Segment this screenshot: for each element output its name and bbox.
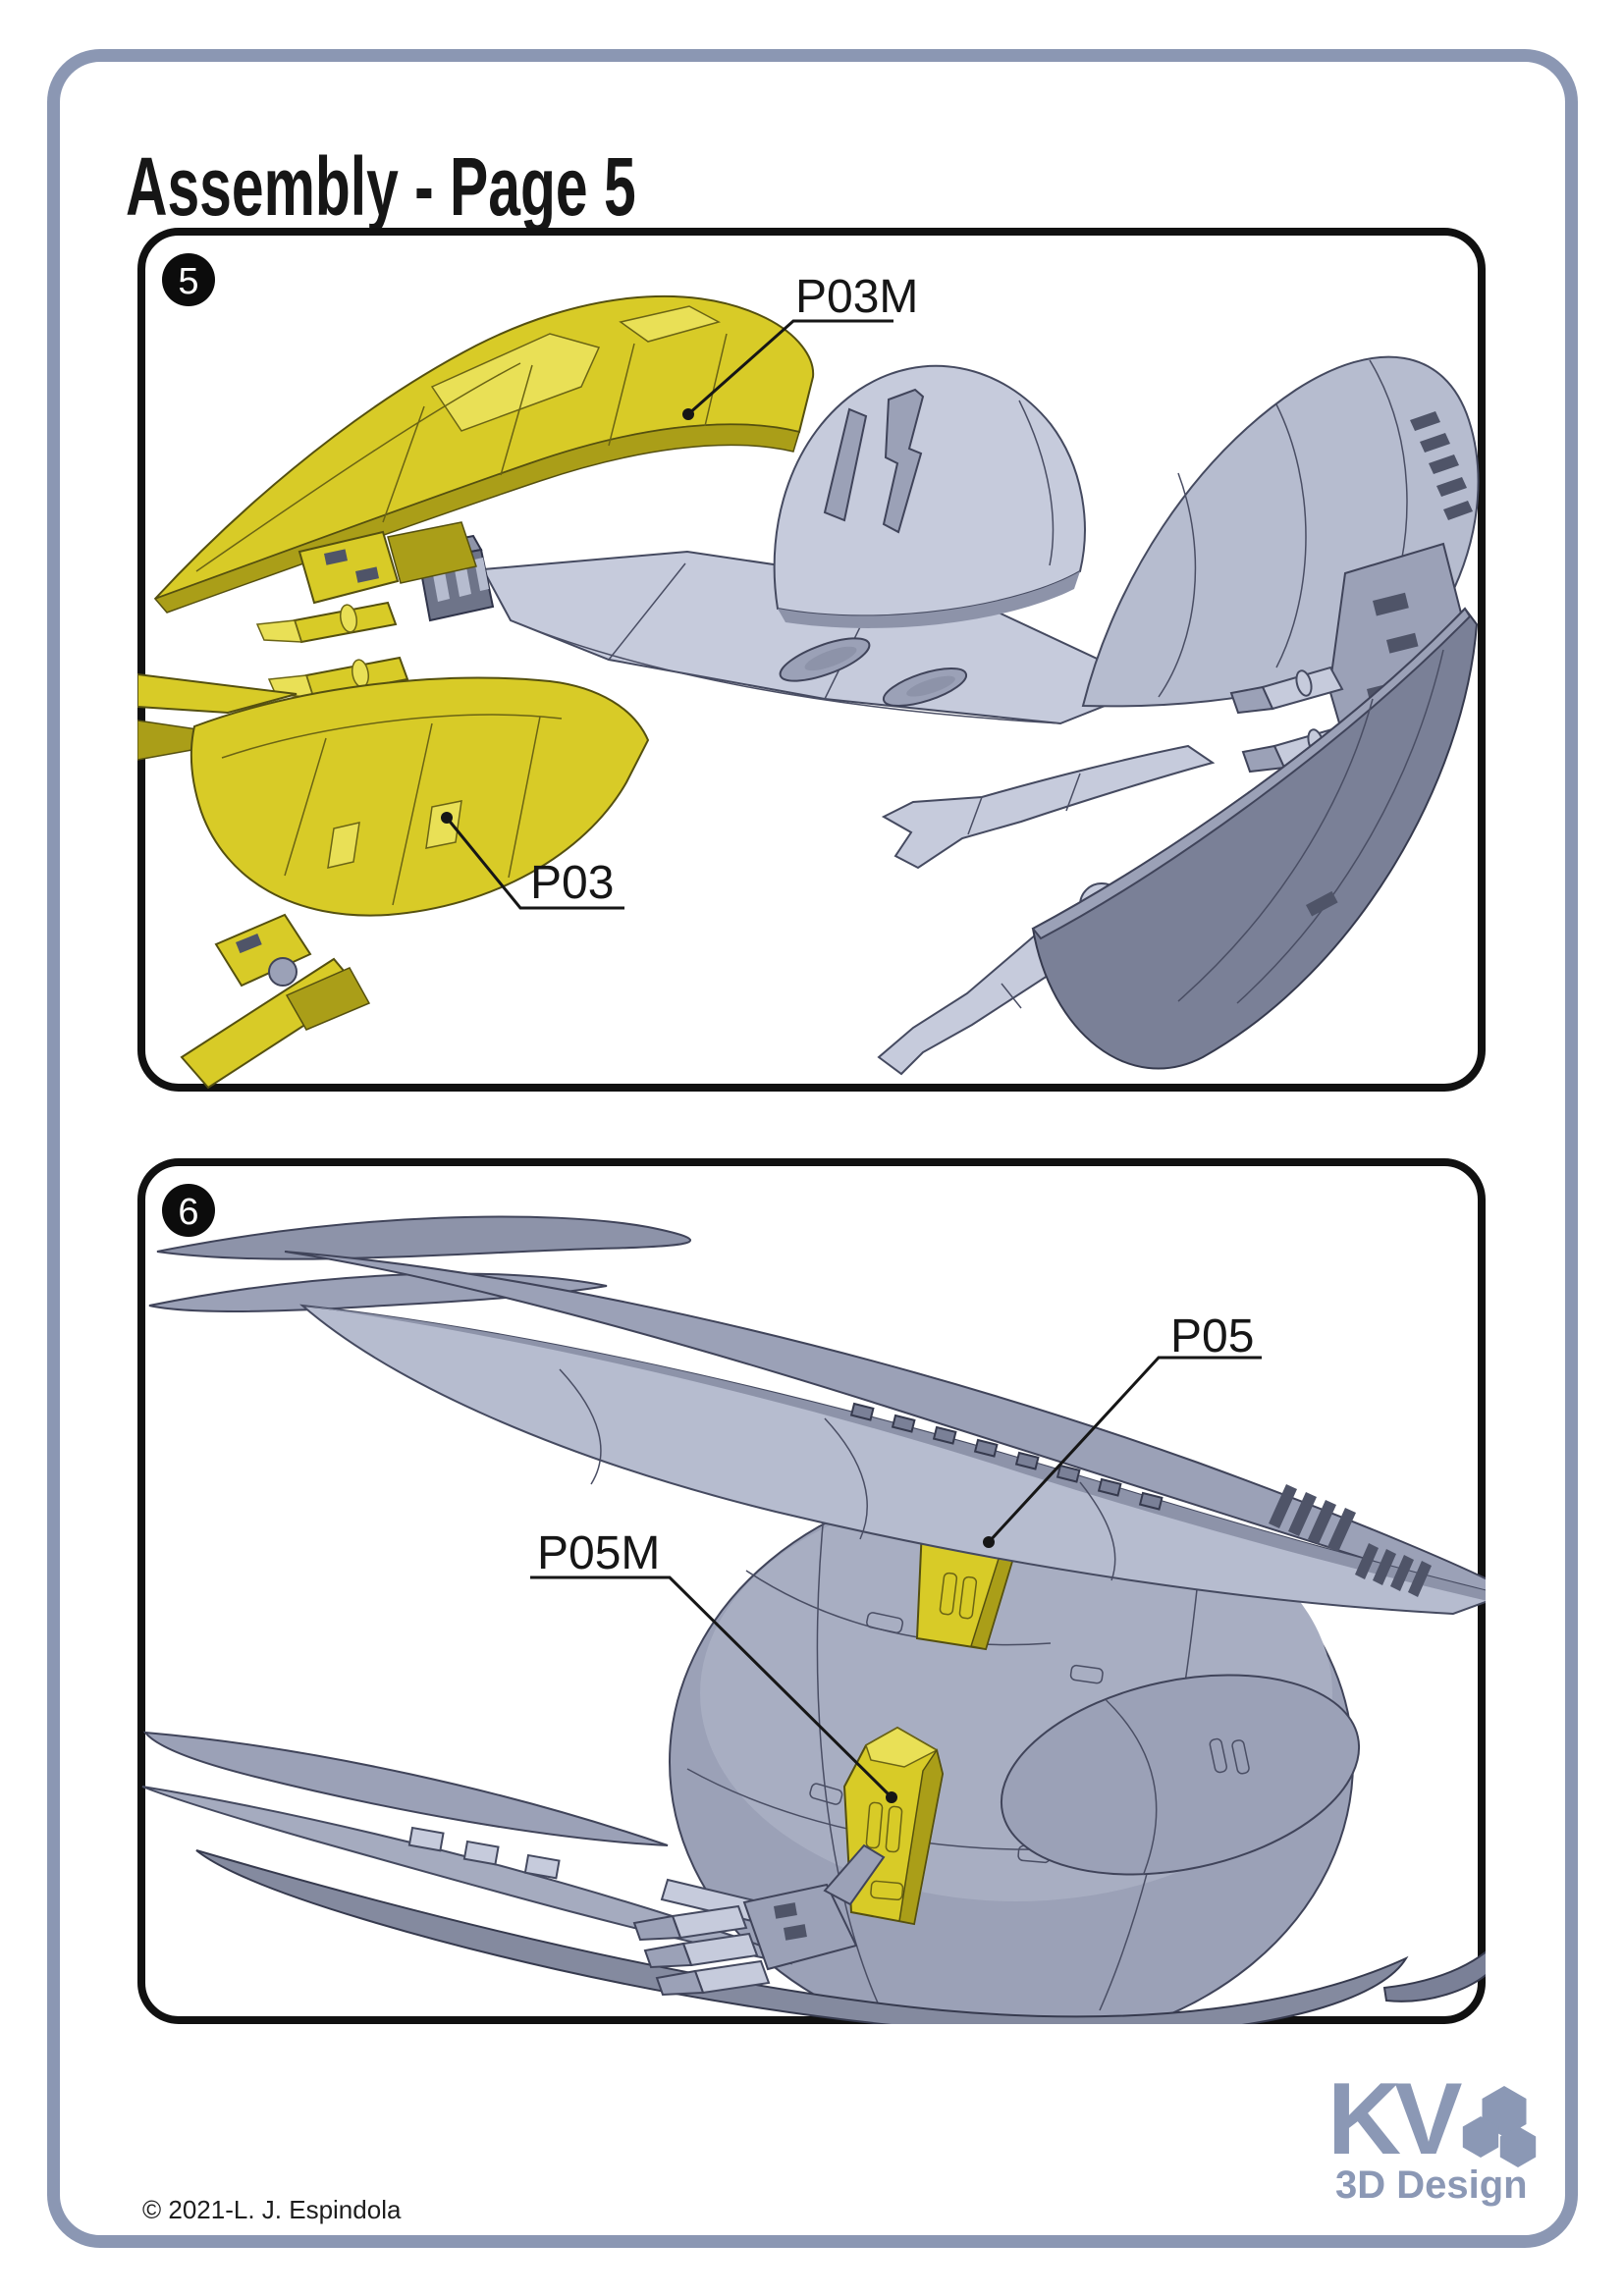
step-number-badge: 6 — [162, 1184, 215, 1237]
wing-gun — [267, 656, 409, 699]
wing-hatch — [327, 822, 360, 869]
part-p03m-wing — [153, 294, 815, 614]
landing-claw-upper — [881, 744, 1216, 870]
wing-greeble-strip — [849, 1402, 1164, 1511]
step-5-panel: 5 P03M P03 — [137, 228, 1486, 1092]
step-6-panel: 6 P05 P05M — [137, 1158, 1486, 2024]
leader-dot — [983, 1536, 995, 1548]
platform-scoop — [779, 637, 871, 682]
copyright-text: © 2021-L. J. Espindola — [142, 2195, 402, 2224]
callout-p03m: P03M — [682, 271, 918, 420]
step-6-illustration: 6 P05 P05M — [137, 1158, 1486, 2024]
page-title: Assembly - Page 5 — [126, 140, 636, 234]
wing-vent-grille — [1269, 1484, 1432, 1597]
right-lower-wing — [1031, 607, 1479, 1070]
dome-slit — [823, 407, 868, 522]
part-label-p03: P03 — [530, 857, 614, 909]
step-number: 6 — [178, 1192, 198, 1233]
dome-slit — [882, 388, 925, 534]
leader-line — [687, 319, 893, 416]
wing-hatch — [619, 305, 722, 343]
part-label-p03m: P03M — [795, 271, 918, 323]
badge-circle — [162, 1184, 215, 1237]
badge-circle — [162, 253, 215, 306]
page-border-frame — [47, 49, 1578, 2248]
step-number: 5 — [178, 261, 198, 302]
part-label-p05m: P05M — [537, 1527, 660, 1579]
kv-3d-design-logo: KV 3D Design — [1327, 2062, 1543, 2211]
wing-vent-grille — [1410, 411, 1473, 520]
leader-dot — [682, 408, 694, 420]
part-p03-wing — [137, 672, 650, 917]
wing-hatch — [425, 800, 462, 849]
step-number-badge: 5 — [162, 253, 215, 306]
lower-wing-assembly — [141, 1731, 1486, 2024]
lower-wing-mechanism — [180, 913, 371, 1090]
logo-brand-text: KV — [1327, 2062, 1463, 2176]
platform-scoop — [882, 667, 968, 708]
part-label-p05: P05 — [1170, 1310, 1254, 1362]
wing-hatch — [430, 333, 601, 432]
upper-wing-assembly — [148, 1215, 1486, 1616]
callout-p05m: P05M — [530, 1527, 897, 1803]
leader-line — [445, 817, 624, 910]
logo-subtitle-text: 3D Design — [1335, 2163, 1528, 2207]
step-5-illustration: 5 P03M P03 — [137, 228, 1486, 1092]
leader-dot — [441, 812, 453, 824]
right-gun — [1229, 666, 1344, 715]
engine-pod — [1000, 1674, 1361, 1876]
droid-body-platform — [481, 550, 1129, 725]
tail-gun-cluster — [632, 1843, 886, 1997]
callout-p03: P03 — [441, 812, 624, 910]
droid-head-dome — [773, 364, 1086, 628]
leader-line — [987, 1356, 1262, 1544]
leader-line — [530, 1575, 893, 1799]
leader-dot — [886, 1791, 897, 1803]
hexagon-cluster-icon — [1462, 2086, 1537, 2167]
callout-p05: P05 — [983, 1310, 1262, 1548]
wing-gun — [255, 601, 398, 644]
